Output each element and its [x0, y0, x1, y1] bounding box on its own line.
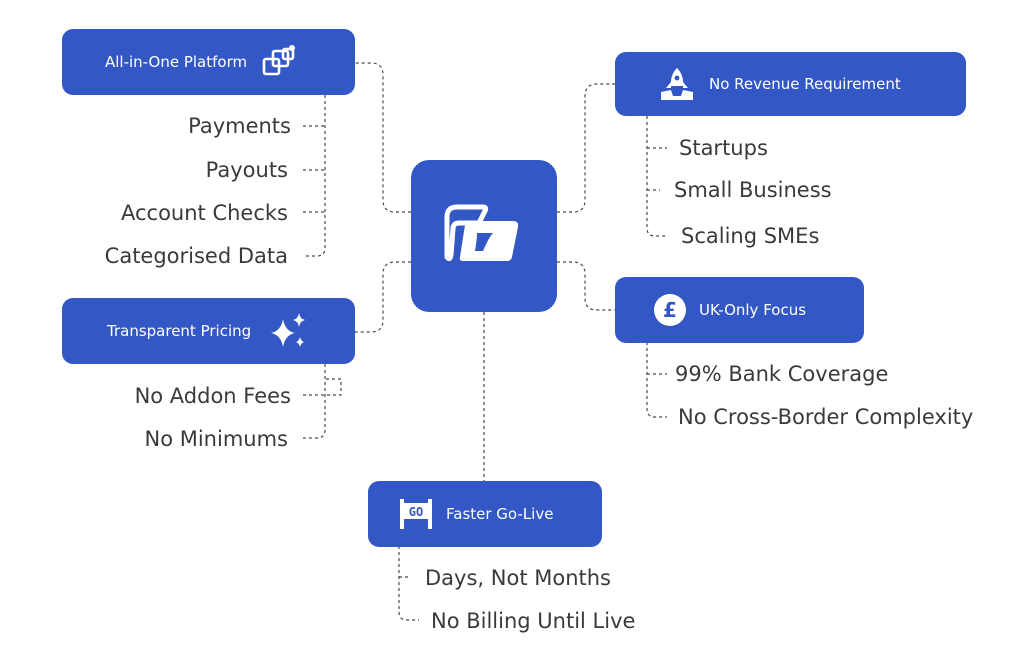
folder-logo-icon — [443, 199, 525, 273]
list-item: No Addon Fees — [134, 384, 291, 408]
list-item: No Minimums — [144, 427, 289, 451]
pound-icon: £ — [653, 293, 687, 327]
connector-transparent — [355, 261, 411, 333]
list-item: Categorised Data — [104, 244, 288, 268]
connector-uk-only — [557, 261, 615, 311]
go-sign-icon: GO — [398, 497, 434, 531]
node-all-in-one-label: All-in-One Platform — [105, 53, 248, 71]
node-transparent-pricing: Transparent Pricing — [62, 298, 355, 364]
node-faster-golive: GO Faster Go-Live — [368, 481, 602, 547]
bracket-uk-only — [646, 342, 667, 418]
node-uk-only: £ UK-Only Focus — [615, 277, 864, 343]
go-sign-text: GO — [409, 505, 423, 519]
connector-all-in-one — [355, 62, 411, 213]
node-uk-only-label: UK-Only Focus — [699, 301, 807, 319]
node-no-revenue-label: No Revenue Requirement — [709, 75, 901, 93]
node-all-in-one: All-in-One Platform — [62, 29, 355, 95]
sparkles-icon — [269, 311, 309, 351]
bracket-faster-golive — [398, 546, 419, 621]
node-transparent-pricing-label: Transparent Pricing — [107, 322, 252, 340]
list-item: Startups — [679, 136, 768, 160]
list-item: Payouts — [205, 158, 288, 182]
node-faster-golive-label: Faster Go-Live — [446, 505, 554, 523]
bracket-all-in-one — [303, 95, 326, 257]
list-item: No Billing Until Live — [431, 609, 636, 633]
list-item: 99% Bank Coverage — [675, 362, 889, 386]
list-item: Scaling SMEs — [681, 224, 820, 248]
center-logo-tile — [411, 160, 557, 312]
list-item: No Cross-Border Complexity — [678, 405, 974, 429]
svg-text:£: £ — [663, 298, 677, 322]
rocket-icon — [659, 66, 695, 102]
bracket-transparent — [303, 364, 326, 439]
bracket-no-revenue — [646, 116, 667, 237]
list-item: Payments — [188, 114, 291, 138]
node-no-revenue: No Revenue Requirement — [615, 52, 966, 116]
list-item: Account Checks — [120, 201, 288, 225]
list-item: Days, Not Months — [425, 566, 611, 590]
connected-squares-icon — [261, 44, 297, 80]
connector-no-revenue — [557, 83, 615, 213]
list-item: Small Business — [674, 178, 832, 202]
